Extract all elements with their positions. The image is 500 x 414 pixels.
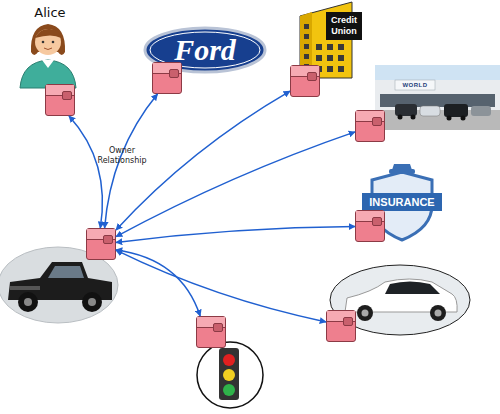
person-figure	[20, 24, 76, 88]
vehicle-node	[0, 228, 122, 323]
relationship-arrow	[116, 250, 200, 316]
wallet-clasp	[62, 91, 72, 100]
company-node: Ford	[145, 28, 267, 96]
wallet-icon	[326, 310, 356, 342]
wallet-clasp	[103, 235, 113, 244]
dealership-photo	[375, 65, 500, 130]
relationship-arrow	[116, 227, 355, 243]
wallet-icon	[290, 65, 320, 97]
edge-label: Owner Relationship	[92, 146, 152, 166]
wallet-icon	[152, 62, 182, 94]
electric-car	[330, 265, 470, 335]
wallet-clasp	[213, 323, 223, 332]
wallet-icon	[355, 210, 385, 242]
wallet-icon	[196, 316, 226, 348]
wallet-clasp	[169, 69, 179, 78]
wallet-icon	[45, 84, 75, 116]
wallet-clasp	[343, 317, 353, 326]
person-node: Alice	[15, 5, 85, 123]
node-text: WORLD	[395, 82, 435, 89]
relationship-arrow	[69, 116, 102, 228]
node-text: INSURANCE	[362, 193, 442, 211]
node-text: Alice	[15, 5, 85, 21]
node-text: Credit Union	[326, 15, 362, 37]
infrastructure-node	[195, 312, 265, 410]
wallet-clasp	[372, 217, 382, 226]
dealer-node: WORLD	[355, 65, 500, 145]
vehicle-node	[325, 265, 475, 347]
wallet-clasp	[372, 117, 382, 126]
traffic-light	[197, 342, 263, 408]
relationship-arrow	[116, 132, 355, 237]
relationship-arrow	[116, 250, 326, 322]
wallet-clasp	[307, 72, 317, 81]
wallet-icon	[355, 110, 385, 142]
insurer-node: INSURANCE	[355, 160, 445, 245]
wallet-icon	[86, 228, 116, 260]
bank-node: Credit Union	[288, 0, 363, 100]
